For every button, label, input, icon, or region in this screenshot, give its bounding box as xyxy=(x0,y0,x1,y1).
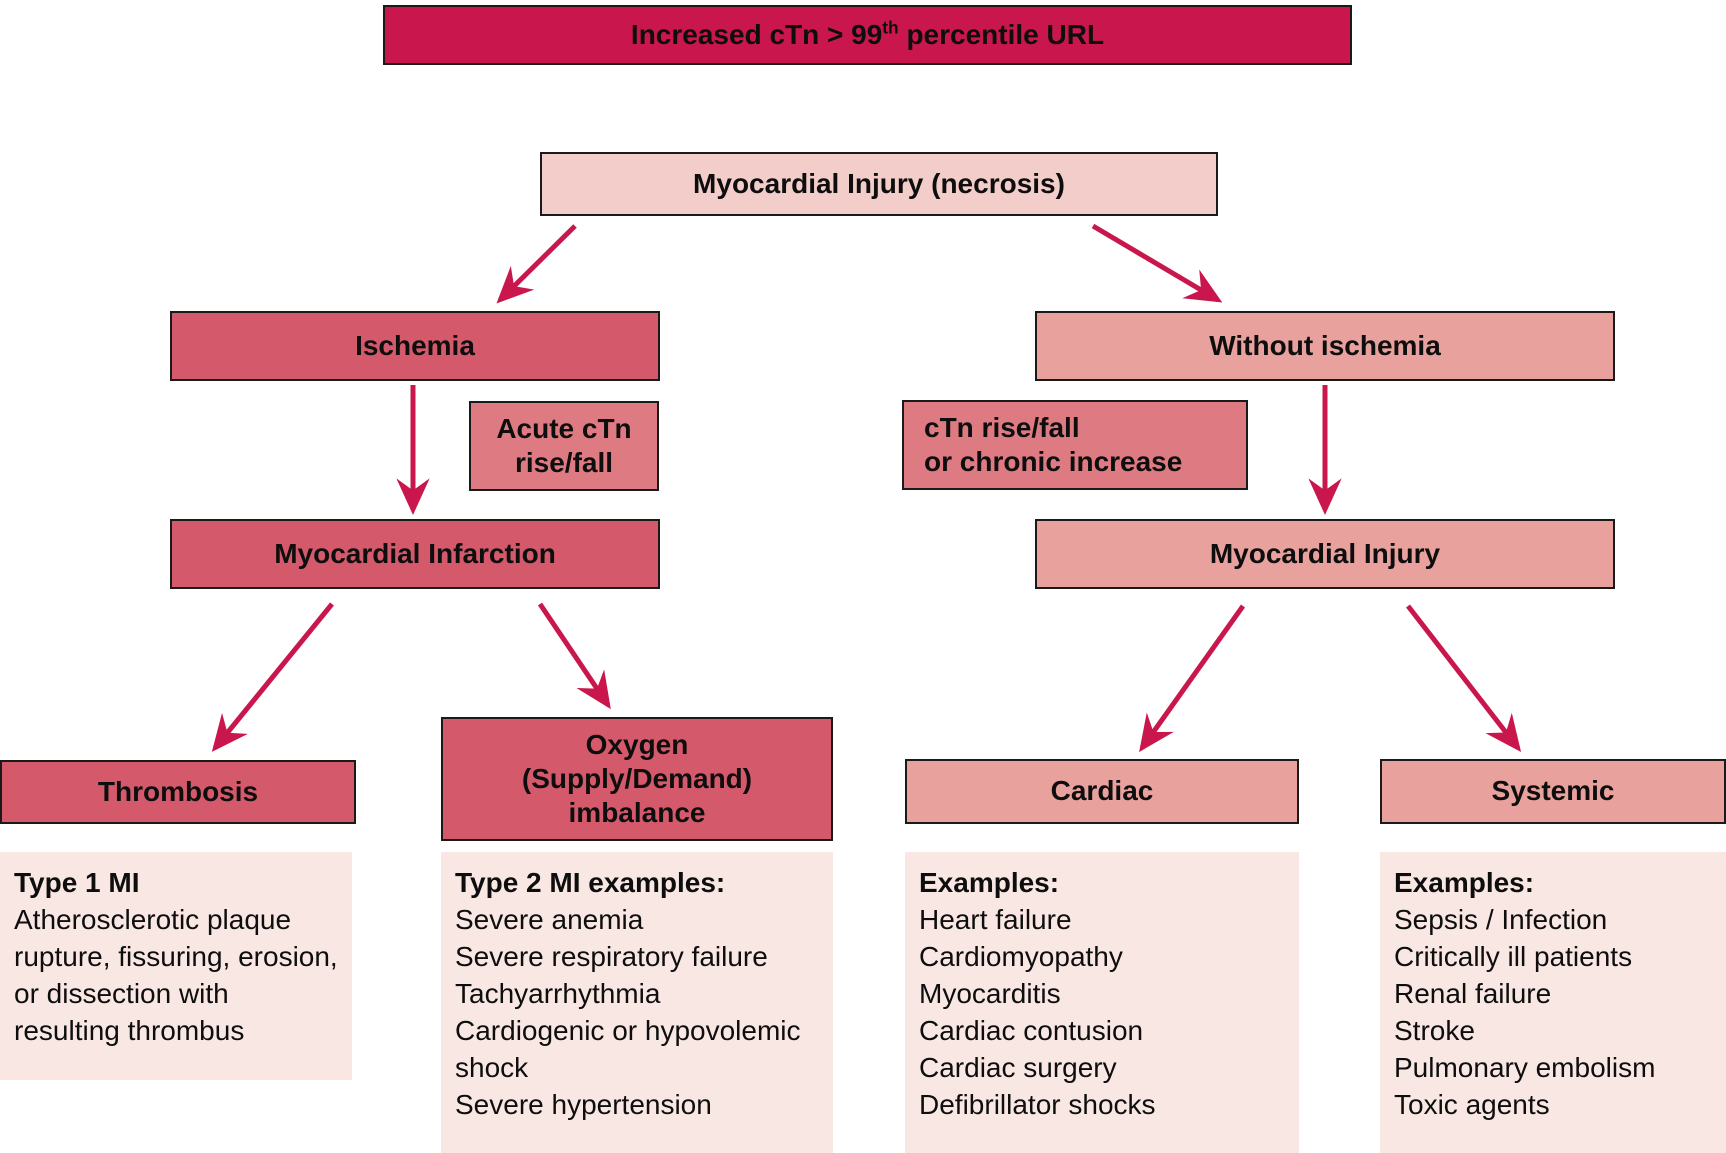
node-myocardial-injury: Myocardial Injury xyxy=(1035,519,1615,589)
node-myocardial-injury-necrosis: Myocardial Injury (necrosis) xyxy=(540,152,1218,216)
node-systemic: Systemic xyxy=(1380,759,1726,824)
arrow-injury-to-cardiac xyxy=(1139,604,1246,753)
type2-item: Severe hypertension xyxy=(455,1089,712,1120)
node-cardiac: Cardiac xyxy=(905,759,1299,824)
panel-cardiac-examples: Examples: Heart failure Cardiomyopathy M… xyxy=(905,852,1299,1153)
panel-title: Examples: xyxy=(1394,867,1535,898)
node-label: Myocardial Injury xyxy=(1209,537,1441,569)
node-label-line2: rise/fall xyxy=(514,447,614,478)
node-label: Cardiac xyxy=(1050,775,1154,807)
cardiac-item: Defibrillator shocks xyxy=(919,1089,1156,1120)
systemic-item: Pulmonary embolism xyxy=(1394,1052,1656,1083)
arrow-injury-to-systemic xyxy=(1406,604,1522,752)
node-thrombosis: Thrombosis xyxy=(0,760,356,824)
node-ischemia: Ischemia xyxy=(170,311,660,381)
panel-systemic-examples: Examples: Sepsis / Infection Critically … xyxy=(1380,852,1726,1153)
node-myocardial-infarction: Myocardial Infarction xyxy=(170,519,660,589)
panel-title: Type 2 MI examples: xyxy=(455,867,726,898)
node-label: Without ischemia xyxy=(1209,329,1441,361)
cardiac-item: Cardiac surgery xyxy=(919,1052,1117,1083)
node-oxygen-imbalance: Oxygen (Supply/Demand) imbalance xyxy=(441,717,833,841)
arrow-mi-to-thrombosis xyxy=(211,602,334,752)
arrow-necrosis-to-ischemia xyxy=(496,224,577,304)
banner-text-suffix: percentile URL xyxy=(898,18,1105,50)
panel-title: Examples: xyxy=(919,867,1060,898)
cardiac-item: Cardiac contusion xyxy=(919,1015,1144,1046)
node-label-line3: imbalance xyxy=(568,797,706,829)
arrow-necrosis-to-without-ischemia xyxy=(1091,223,1223,303)
node-label: Thrombosis xyxy=(97,775,259,807)
node-label: Systemic xyxy=(1491,775,1615,807)
arrow-mi-to-oxygen xyxy=(537,602,611,710)
node-label: Myocardial Infarction xyxy=(274,537,556,569)
node-label: Ischemia xyxy=(355,329,475,361)
node-label-line1: cTn rise/fall xyxy=(924,411,1080,443)
node-increased-ctn: Increased cTn > 99th percentile URL xyxy=(383,5,1352,65)
type2-item: Severe respiratory failure xyxy=(455,941,768,972)
systemic-item: Toxic agents xyxy=(1394,1089,1550,1120)
cardiac-item: Heart failure xyxy=(919,904,1072,935)
node-label-line1: Acute cTn xyxy=(496,412,632,444)
systemic-item: Sepsis / Infection xyxy=(1394,904,1608,935)
node-without-ischemia: Without ischemia xyxy=(1035,311,1615,381)
panel-type2-mi-examples: Type 2 MI examples: Severe anemia Severe… xyxy=(441,852,833,1153)
cardiac-item: Myocarditis xyxy=(919,978,1061,1009)
node-label: Myocardial Injury (necrosis) xyxy=(693,167,1065,199)
type2-item: Tachyarrhythmia xyxy=(455,978,661,1009)
node-label-line1: Oxygen xyxy=(585,728,689,760)
type2-item: Cardiogenic or hypovolemic shock xyxy=(455,1015,801,1083)
panel-title: Type 1 MI xyxy=(14,867,140,898)
panel-type1-mi: Type 1 MI Atherosclerotic plaque rupture… xyxy=(0,852,352,1080)
node-label-line2: (Supply/Demand) xyxy=(521,762,753,794)
type2-item: Severe anemia xyxy=(455,904,644,935)
node-ctn-rise-fall-chronic: cTn rise/fall or chronic increase xyxy=(902,400,1248,490)
banner-text-prefix: Increased cTn > 99 xyxy=(630,18,883,50)
systemic-item: Renal failure xyxy=(1394,978,1552,1009)
cardiac-item: Cardiomyopathy xyxy=(919,941,1123,972)
systemic-item: Stroke xyxy=(1394,1015,1475,1046)
node-acute-ctn-rise-fall: Acute cTn rise/fall xyxy=(469,401,659,491)
node-increased-ctn-label: Increased cTn > 99th percentile URL xyxy=(631,18,1104,52)
node-label-line2: or chronic increase xyxy=(924,446,1183,477)
panel-body: Atherosclerotic plaque rupture, fissurin… xyxy=(14,904,338,1046)
systemic-item: Critically ill patients xyxy=(1394,941,1633,972)
banner-superscript: th xyxy=(882,17,899,38)
